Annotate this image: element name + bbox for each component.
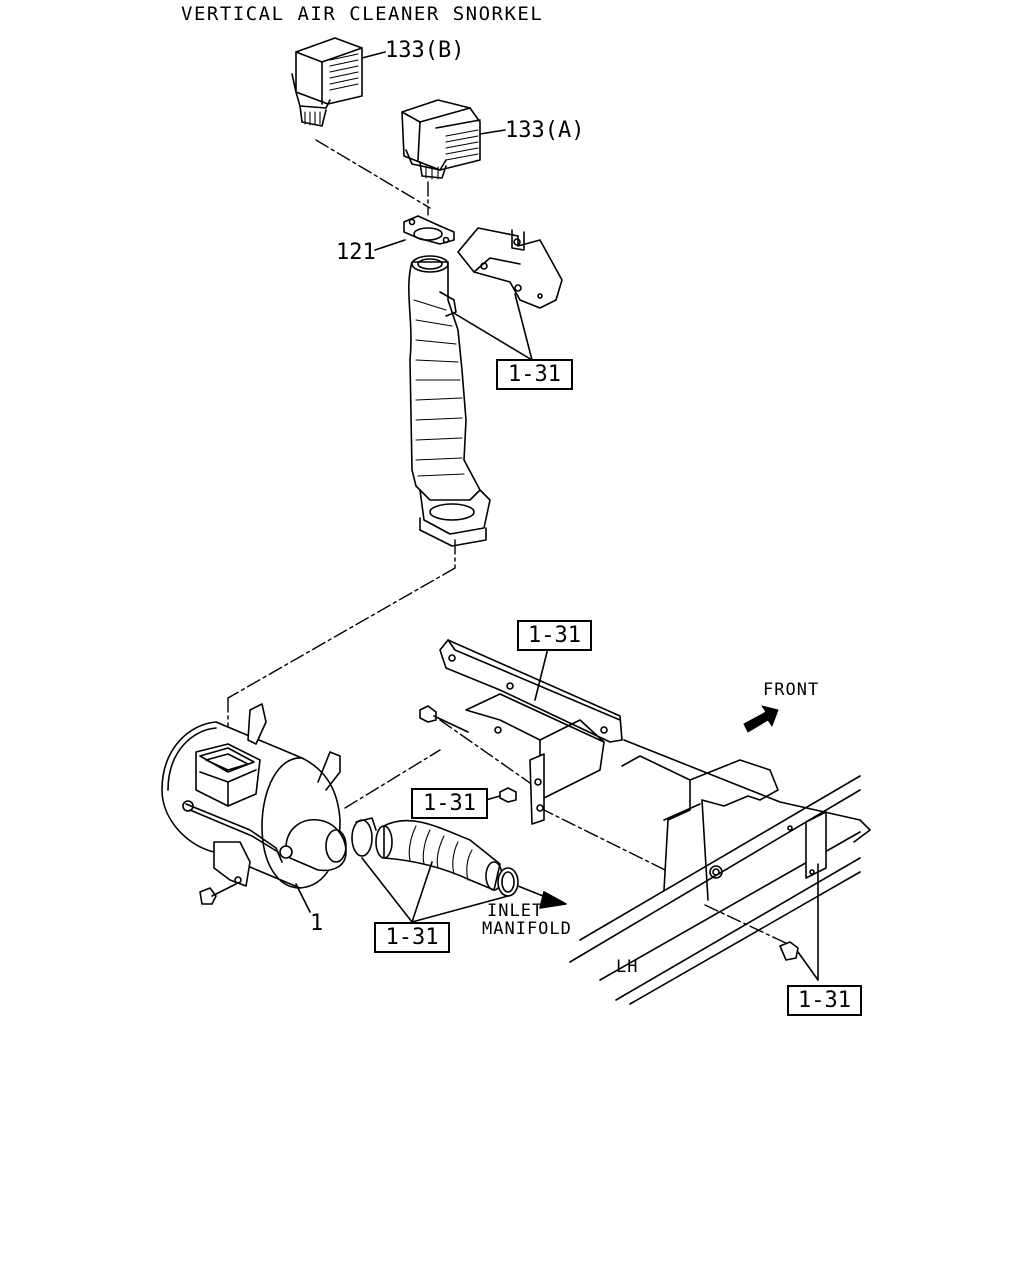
snorkel-cap-133b	[291, 37, 386, 127]
lh-label: LH	[616, 957, 639, 977]
part-label-1: 1	[310, 911, 324, 936]
part-label-121: 121	[336, 240, 376, 265]
air-cleaner	[161, 703, 347, 913]
snorkel-cap-133a	[401, 99, 506, 180]
frame-rail	[569, 775, 861, 1005]
duct-bracket	[457, 227, 563, 309]
ref-box-frame-top: 1-31	[517, 620, 592, 651]
leader-lines	[227, 139, 791, 946]
ref-box-hose: 1-31	[374, 922, 450, 953]
ref-box-duct: 1-31	[496, 359, 573, 390]
duct-ref-leaders	[451, 293, 533, 361]
inlet-label: INLET	[487, 901, 544, 921]
frame-crossmember	[439, 639, 871, 901]
front-arrow	[743, 705, 779, 733]
front-label: FRONT	[763, 680, 820, 700]
ref-box-rail: 1-31	[787, 985, 862, 1016]
diagram-title: VERTICAL AIR CLEANER SNORKEL	[181, 3, 544, 25]
part-label-133b: 133(B)	[385, 38, 465, 63]
part-label-133a: 133(A)	[505, 118, 585, 143]
hose-ref-leaders	[361, 857, 509, 923]
ref-box-frame-mid: 1-31	[411, 788, 488, 819]
intake-hose	[351, 817, 567, 909]
snorkel-duct	[408, 255, 491, 547]
manifold-label: MANIFOLD	[482, 919, 572, 939]
hose-clamp-121	[374, 215, 455, 251]
